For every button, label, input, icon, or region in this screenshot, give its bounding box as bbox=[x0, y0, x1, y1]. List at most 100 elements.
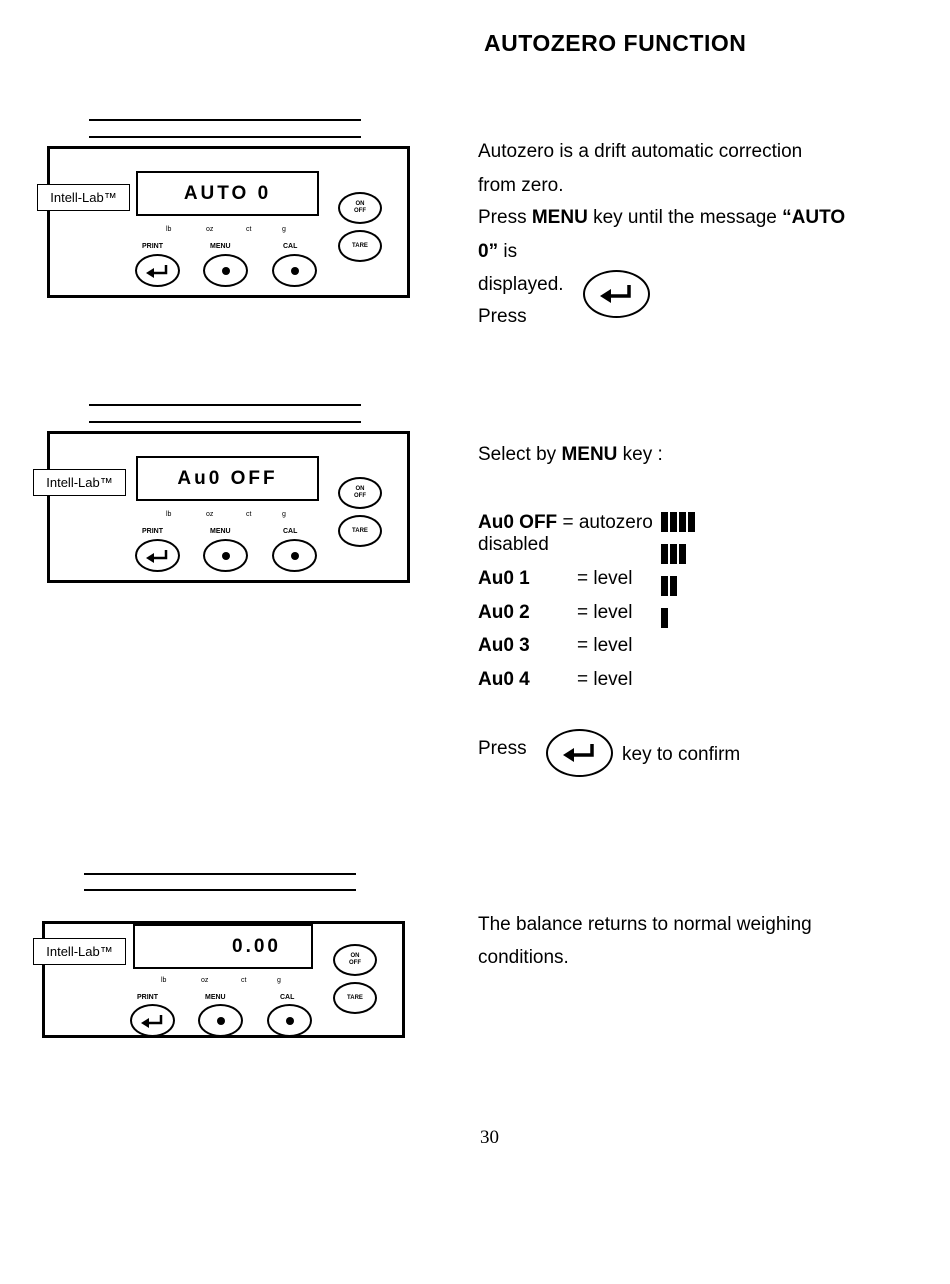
tare-button[interactable]: TARE bbox=[338, 230, 382, 262]
divider-line bbox=[89, 136, 361, 138]
print-button[interactable] bbox=[130, 1004, 175, 1037]
option-desc: = level bbox=[577, 635, 633, 656]
dot-icon bbox=[290, 266, 299, 275]
brand-label: Intell-Lab™ bbox=[33, 469, 126, 496]
cal-button[interactable] bbox=[272, 539, 317, 572]
cal-key-label: CAL bbox=[283, 243, 298, 250]
message-text: “AUTO bbox=[782, 207, 846, 228]
divider-line bbox=[89, 404, 361, 406]
page-title: AUTOZERO FUNCTION bbox=[484, 30, 747, 56]
text-fragment: Select by bbox=[478, 444, 562, 465]
page-number: 30 bbox=[480, 1127, 499, 1148]
enter-arrow-icon bbox=[562, 744, 594, 762]
unit-label: oz bbox=[206, 511, 214, 518]
menu-button[interactable] bbox=[198, 1004, 243, 1037]
unit-label: g bbox=[282, 226, 286, 233]
enter-arrow-icon bbox=[599, 285, 631, 303]
cal-button[interactable] bbox=[272, 254, 317, 287]
divider-line bbox=[89, 119, 361, 121]
dot-icon bbox=[285, 1016, 294, 1025]
cal-key-label: CAL bbox=[280, 994, 295, 1001]
menu-button[interactable] bbox=[203, 254, 248, 287]
cal-button[interactable] bbox=[267, 1004, 312, 1037]
tare-label: TARE bbox=[352, 242, 368, 249]
enter-arrow-icon bbox=[145, 264, 167, 278]
option-desc: = autozero bbox=[562, 512, 653, 533]
unit-label: lb bbox=[166, 226, 172, 233]
print-key-label: PRINT bbox=[142, 528, 163, 535]
unit-label: ct bbox=[246, 226, 252, 233]
tare-button[interactable]: TARE bbox=[338, 515, 382, 547]
option-code: Au0 2 bbox=[478, 602, 530, 623]
brand-label: Intell-Lab™ bbox=[37, 184, 130, 211]
tare-label: TARE bbox=[352, 527, 368, 534]
text-fragment: key : bbox=[617, 444, 663, 465]
menu-button[interactable] bbox=[203, 539, 248, 572]
option-desc: = level bbox=[577, 602, 633, 623]
unit-label: g bbox=[282, 511, 286, 518]
enter-arrow-icon bbox=[140, 1014, 162, 1028]
menu-key-text: MENU bbox=[561, 444, 618, 465]
print-button[interactable] bbox=[135, 539, 180, 572]
print-key-label: PRINT bbox=[137, 994, 158, 1001]
select-line: Select by MENU key : bbox=[478, 444, 663, 466]
lcd-display: AUTO 0 bbox=[136, 171, 319, 216]
press-text: Press bbox=[478, 738, 527, 759]
dot-icon bbox=[221, 266, 230, 275]
message-text: 0” bbox=[478, 241, 499, 262]
menu-key-label: MENU bbox=[210, 528, 231, 535]
instruction-line: Press MENU key until the message “AUTO bbox=[478, 207, 845, 229]
option-desc: = level bbox=[577, 568, 633, 589]
cal-key-label: CAL bbox=[283, 528, 298, 535]
instruction-line: 0” is bbox=[478, 241, 517, 263]
option-code: Au0 3 bbox=[478, 635, 530, 656]
menu-key-label: MENU bbox=[210, 243, 231, 250]
dot-icon bbox=[216, 1016, 225, 1025]
unit-label: lb bbox=[166, 511, 172, 518]
unit-label: oz bbox=[206, 226, 214, 233]
instruction-line: Press bbox=[478, 306, 527, 327]
lcd-display: Au0 OFF bbox=[136, 456, 319, 501]
text-fragment: Press bbox=[478, 207, 532, 228]
option-code: Au0 1 bbox=[478, 568, 530, 589]
unit-label: g bbox=[277, 977, 281, 984]
divider-line bbox=[89, 421, 361, 423]
tare-label: TARE bbox=[347, 994, 363, 1001]
unit-label: ct bbox=[241, 977, 247, 984]
result-line: The balance returns to normal weighing bbox=[478, 914, 812, 935]
lcd-display: 0.00 bbox=[133, 924, 313, 969]
option-code: Au0 4 bbox=[478, 669, 530, 690]
intro-line: Autozero is a drift automatic correction bbox=[478, 141, 803, 162]
confirm-text: key to confirm bbox=[622, 744, 741, 765]
menu-key-label: MENU bbox=[205, 994, 226, 1001]
enter-key-illustration bbox=[583, 270, 650, 318]
print-button[interactable] bbox=[135, 254, 180, 287]
brand-label: Intell-Lab™ bbox=[33, 938, 126, 965]
option-row: Au0 OFF = autozero bbox=[478, 512, 653, 534]
unit-label: lb bbox=[161, 977, 167, 984]
print-key-label: PRINT bbox=[142, 243, 163, 250]
disabled-text: disabled bbox=[478, 534, 549, 555]
divider-line bbox=[84, 873, 356, 875]
dot-icon bbox=[221, 551, 230, 560]
text-fragment: key until the message bbox=[587, 207, 783, 228]
enter-key-illustration bbox=[546, 729, 613, 777]
option-desc: = level bbox=[577, 669, 633, 690]
text-fragment: is bbox=[498, 241, 518, 262]
option-code: Au0 OFF bbox=[478, 512, 558, 533]
unit-label: ct bbox=[246, 511, 252, 518]
dot-icon bbox=[290, 551, 299, 560]
enter-arrow-icon bbox=[145, 549, 167, 563]
result-line: conditions. bbox=[478, 947, 569, 968]
unit-label: oz bbox=[201, 977, 209, 984]
tare-button[interactable]: TARE bbox=[333, 982, 377, 1014]
